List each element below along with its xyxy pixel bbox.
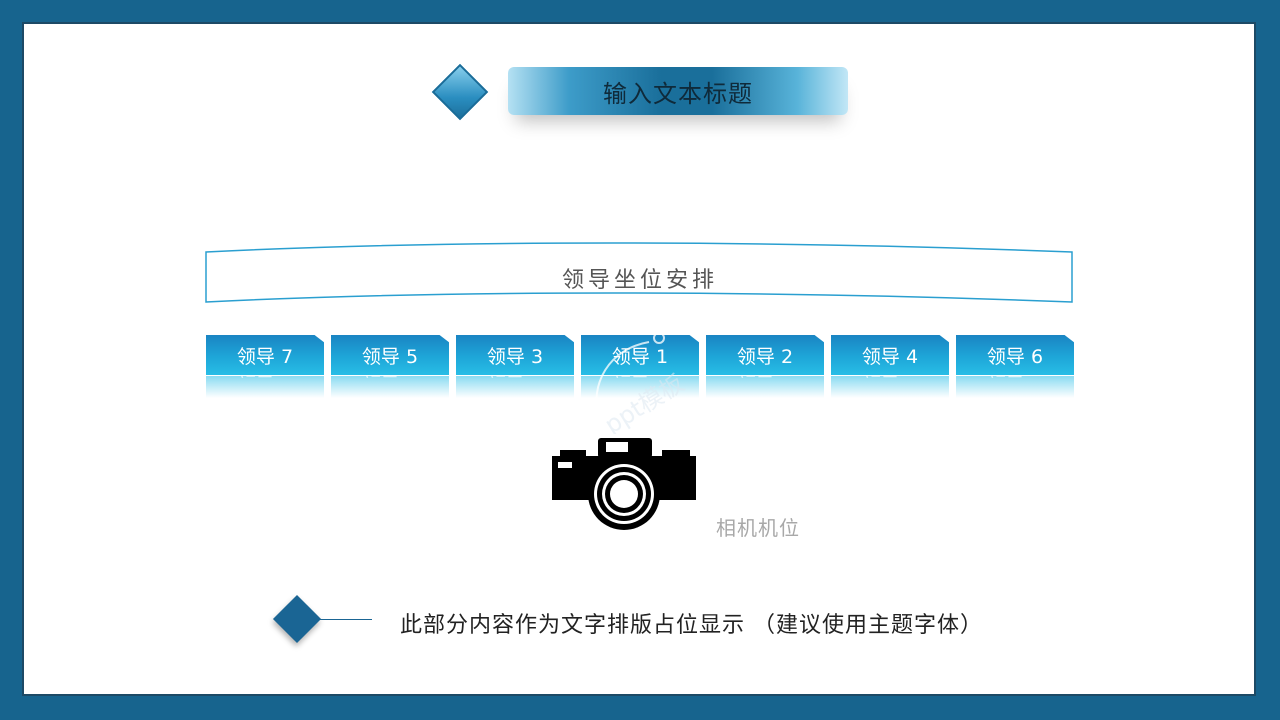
seat-reflection: 领导 5 — [331, 376, 449, 398]
seat-item: 领导 3 领导 3 — [456, 335, 574, 398]
seat-reflection: 领导 2 — [706, 376, 824, 398]
seat-label[interactable]: 领导 5 — [331, 335, 449, 375]
seat-item: 领导 2 领导 2 — [706, 335, 824, 398]
seat-reflection-label: 领导 3 — [456, 376, 574, 383]
footer-diamond-icon — [272, 594, 322, 644]
seat-item: 领导 7 领导 7 — [206, 335, 324, 398]
leader-seat-row: 领导 7 领导 7 领导 5 领导 5 领导 3 领导 3 领导 1 领导 1 … — [206, 335, 1074, 398]
seat-reflection-label: 领导 7 — [206, 376, 324, 383]
seat-reflection-label: 领导 2 — [706, 376, 824, 383]
footer-divider — [320, 619, 372, 620]
seat-reflection-label: 领导 6 — [956, 376, 1074, 383]
seat-label[interactable]: 领导 2 — [706, 335, 824, 375]
seat-reflection-label: 领导 5 — [331, 376, 449, 383]
footer-text[interactable]: 此部分内容作为文字排版占位显示 （建议使用主题字体） — [400, 613, 983, 638]
title-diamond-icon — [431, 63, 489, 121]
seat-reflection-label: 领导 4 — [831, 376, 949, 383]
seat-reflection: 领导 7 — [206, 376, 324, 398]
seat-item: 领导 5 领导 5 — [331, 335, 449, 398]
seat-label[interactable]: 领导 4 — [831, 335, 949, 375]
seat-item: 领导 6 领导 6 — [956, 335, 1074, 398]
seat-label[interactable]: 领导 3 — [456, 335, 574, 375]
seat-reflection: 领导 1 — [581, 376, 699, 398]
seat-reflection: 领导 6 — [956, 376, 1074, 398]
seat-reflection: 领导 3 — [456, 376, 574, 398]
camera-position-label[interactable]: 相机机位 — [716, 516, 800, 540]
seat-item: 领导 1 领导 1 — [581, 335, 699, 398]
slide: 输入文本标题 领导坐位安排 领导 7 领导 7 领导 5 领导 5 领导 3 领… — [24, 24, 1254, 694]
watermark-text: ppt模板 — [600, 369, 689, 434]
slide-title[interactable]: 输入文本标题 — [603, 79, 753, 108]
banner-ribbon-shape — [205, 242, 1073, 303]
seat-item: 领导 4 领导 4 — [831, 335, 949, 398]
seat-label[interactable]: 领导 1 — [581, 335, 699, 375]
seat-banner: 领导坐位安排 — [204, 242, 1076, 314]
banner-title[interactable]: 领导坐位安排 — [561, 268, 718, 293]
title-bar: 输入文本标题 — [508, 67, 848, 115]
seat-reflection: 领导 4 — [831, 376, 949, 398]
seat-label[interactable]: 领导 7 — [206, 335, 324, 375]
watermark-logo-icon: ppt模板 — [579, 324, 719, 439]
camera-icon — [552, 438, 696, 530]
seat-label[interactable]: 领导 6 — [956, 335, 1074, 375]
